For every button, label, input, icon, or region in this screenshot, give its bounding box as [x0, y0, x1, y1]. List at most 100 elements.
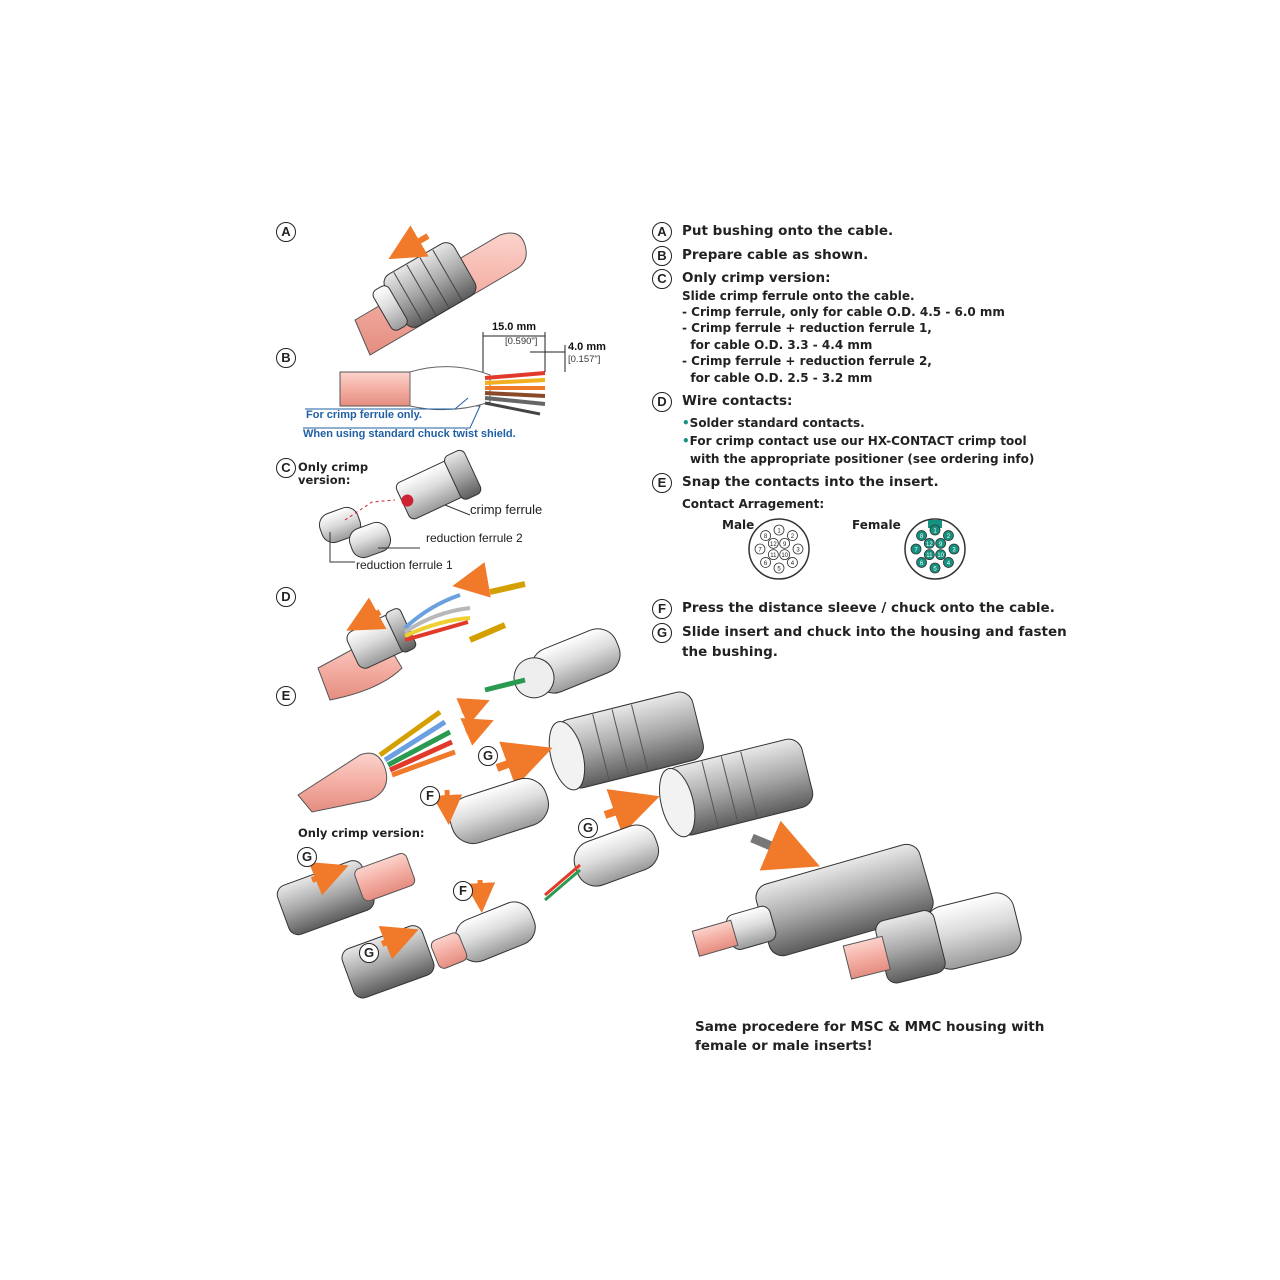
- malePins-pin-label-4: 4: [791, 561, 795, 567]
- femalePins-pin-10: [935, 549, 947, 561]
- femalePins-pin-3: [948, 543, 960, 555]
- malePins-pin-4: [787, 557, 798, 568]
- malePins-pin-3: [792, 543, 804, 555]
- step-marker-a: A: [652, 222, 672, 242]
- marker-c: C: [276, 458, 296, 478]
- step-c-title: Only crimp version:: [682, 270, 831, 286]
- dim-4mm-inch: [0.157"]: [568, 354, 601, 365]
- malePins-pin-label-12: 12: [770, 542, 777, 548]
- step-d-bullet-2-cont: with the appropriate positioner (see ord…: [690, 452, 1035, 466]
- step-marker-e: E: [652, 473, 672, 493]
- figure-b-stripped-cable: [303, 332, 566, 429]
- label-reduction-ferrule-2: reduction ferrule 2: [426, 531, 523, 545]
- step-g-line-1: Slide insert and chuck into the housing …: [682, 624, 1067, 640]
- marker-e: E: [276, 686, 296, 706]
- femalePins-pin-7: [910, 543, 922, 555]
- figure-c-ferrules: [318, 449, 482, 563]
- female-label: Female: [852, 518, 901, 532]
- femalePins-pin-label-4: 4: [947, 561, 951, 567]
- note-chuck-twist: When using standard chuck twist shield.: [303, 428, 516, 440]
- femalePins-pin-label-7: 7: [914, 548, 918, 554]
- femalePins-pin-label-12: 12: [926, 542, 933, 548]
- femalePins-pin-6: [916, 557, 927, 568]
- step-c-line-6: for cable O.D. 2.5 - 3.2 mm: [682, 371, 873, 385]
- marker-b: B: [276, 348, 296, 368]
- malePins-pin-label-11: 11: [770, 553, 777, 559]
- step-a-text: Put bushing onto the cable.: [682, 223, 894, 239]
- femalePins-pin-label-3: 3: [952, 548, 956, 554]
- malePins-pin-label-6: 6: [764, 561, 768, 567]
- marker-f-2: F: [453, 881, 473, 901]
- c-label-line1: Only crimp: [298, 460, 369, 474]
- malePins-pin-2: [787, 530, 798, 541]
- c-label-line2: version:: [298, 473, 351, 487]
- malePins-pin-label-10: 10: [781, 553, 788, 559]
- femalePins-pin-label-1: 1: [933, 529, 937, 535]
- femalePins-pin-label-11: 11: [926, 553, 933, 559]
- figure-d-wires: [317, 562, 621, 701]
- figure-e-contacts: [297, 698, 494, 813]
- note-crimp-ferrule: For crimp ferrule only.: [306, 409, 422, 421]
- step-c-line-3: - Crimp ferrule + reduction ferrule 1,: [682, 321, 932, 335]
- malePins-pin-label-1: 1: [777, 529, 781, 535]
- malePins-pin-label-5: 5: [777, 567, 781, 573]
- femalePins-pin-8: [916, 530, 927, 541]
- marker-f-1: F: [420, 786, 440, 806]
- malePins-pin-label-7: 7: [758, 548, 762, 554]
- femalePins-pin-12: [923, 537, 935, 549]
- malePins-pin-9: [779, 537, 791, 549]
- male-label: Male: [722, 518, 755, 532]
- femalePins-pin-label-6: 6: [920, 561, 924, 567]
- malePins-pin-12: [767, 537, 779, 549]
- dim-4mm: 4.0 mm: [568, 341, 606, 353]
- malePins-pin-label-8: 8: [764, 534, 768, 540]
- step-d-bullet-2: •For crimp contact use our HX-CONTACT cr…: [682, 434, 1027, 448]
- malePins-pin-6: [760, 557, 771, 568]
- femalePins-pin-label-8: 8: [920, 534, 924, 540]
- label-crimp-ferrule: crimp ferrule: [470, 502, 543, 517]
- femalePins-pin-9: [935, 537, 947, 549]
- step-f-text: Press the distance sleeve / chuck onto t…: [682, 600, 1055, 616]
- femalePins-pin-1: [929, 524, 941, 536]
- step-g-line-2: the bushing.: [682, 644, 778, 660]
- figure-a-cable-bushing: [354, 225, 527, 356]
- step-d-title: Wire contacts:: [682, 393, 793, 409]
- malePins-pin-1: [773, 524, 785, 536]
- marker-g-2: G: [578, 818, 598, 838]
- femalePins-pin-5: [929, 562, 941, 574]
- step-marker-d: D: [652, 392, 672, 412]
- femalePins-pin-label-2: 2: [947, 534, 951, 540]
- malePins-pin-label-3: 3: [796, 548, 800, 554]
- marker-g-4: G: [359, 943, 379, 963]
- malePins-pin-11: [767, 549, 779, 561]
- footer-line-2: female or male inserts!: [695, 1038, 873, 1054]
- femalePins-pin-label-5: 5: [933, 567, 937, 573]
- step-c-line-5: - Crimp ferrule + reduction ferrule 2,: [682, 354, 932, 368]
- step-marker-b: B: [652, 246, 672, 266]
- malePins-pin-10: [779, 549, 791, 561]
- malePins-pin-5: [773, 562, 785, 574]
- malePins-pin-label-9: 9: [783, 542, 787, 548]
- dim-15mm-inch: [0.590"]: [505, 336, 538, 347]
- malePins-pin-7: [754, 543, 766, 555]
- footer-line-1: Same procedere for MSC & MMC housing wit…: [695, 1019, 1045, 1035]
- step-c-line-1: Slide crimp ferrule onto the cable.: [682, 289, 915, 303]
- figure-fg-assembly: [276, 691, 1022, 999]
- femalePins-pin-label-10: 10: [937, 553, 944, 559]
- femalePins-pin-2: [943, 530, 954, 541]
- marker-g-1: G: [478, 746, 498, 766]
- step-b-text: Prepare cable as shown.: [682, 247, 869, 263]
- femalePins-pin-label-9: 9: [939, 542, 943, 548]
- dim-15mm: 15.0 mm: [492, 321, 537, 333]
- malePins-pin-8: [760, 530, 771, 541]
- only-crimp-version-label: Only crimp version:: [298, 826, 425, 840]
- contact-arrangement-title: Contact Arragement:: [682, 497, 825, 511]
- femalePins-pin-11: [923, 549, 935, 561]
- step-d-bullet-1: •Solder standard contacts.: [682, 416, 865, 430]
- step-marker-c: C: [652, 269, 672, 289]
- femalePins-pin-4: [943, 557, 954, 568]
- step-c-line-2: - Crimp ferrule, only for cable O.D. 4.5…: [682, 305, 1005, 319]
